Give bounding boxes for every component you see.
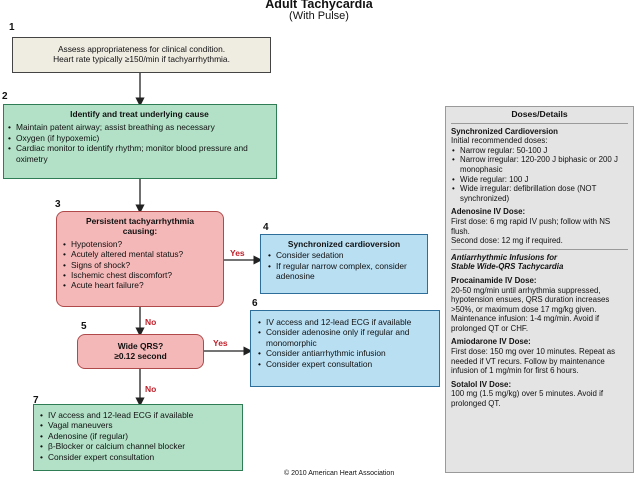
step-number-1: 1 <box>9 22 15 33</box>
step-number-7: 7 <box>33 395 39 406</box>
wide-qrs-management-box: IV access and 12-lead ECG if available C… <box>250 310 440 387</box>
doses-details-panel: Doses/Details Synchronized Cardioversion… <box>445 106 634 473</box>
no-label-narrow-qrs: No <box>145 384 157 394</box>
assess-line-2: Heart rate typically ≥150/min if tachyar… <box>53 54 230 65</box>
identify-treat-box: Identify and treat underlying cause Main… <box>3 104 277 179</box>
persistent-item: Ischemic chest discomfort? <box>62 270 218 281</box>
wide-qrs-item: IV access and 12-lead ECG if available <box>257 317 433 328</box>
step-number-4: 4 <box>263 222 269 233</box>
cardioversion-item: If regular narrow complex, consider aden… <box>267 261 421 282</box>
persistent-item: Acute heart failure? <box>62 280 218 291</box>
wide-qrs-item: Consider expert consultation <box>257 359 433 370</box>
identify-treat-item: Maintain patent airway; assist breathing… <box>7 122 272 133</box>
wide-qrs-item: Consider antiarrhythmic infusion <box>257 348 433 359</box>
persistent-header-2: causing: <box>122 226 158 237</box>
synchronized-cardioversion-box: Synchronized cardioversion Consider seda… <box>260 234 428 294</box>
persistent-item: Hypotension? <box>62 239 218 250</box>
narrow-qrs-item: Adenosine (if regular) <box>39 431 237 442</box>
step-number-3: 3 <box>55 199 61 210</box>
infusions-title-2: Stable Wide-QRS Tachycardia <box>451 262 564 272</box>
cardioversion-dose: Wide regular: 100 J <box>451 175 628 185</box>
copyright-footer: © 2010 American Heart Association <box>284 470 395 477</box>
cardioversion-dose: Narrow irregular: 120-200 J biphasic or … <box>451 155 628 174</box>
persistent-tachyarrhythmia-box: Persistent tachyarrhythmia causing: Hypo… <box>56 211 224 307</box>
step-number-5: 5 <box>81 321 87 332</box>
procainamide-title: Procainamide IV Dose: <box>451 275 537 285</box>
identify-treat-header: Identify and treat underlying cause <box>70 109 209 119</box>
sotalol-title: Sotalol IV Dose: <box>451 379 512 389</box>
chart-subtitle: (With Pulse) <box>289 10 349 22</box>
narrow-qrs-item: IV access and 12-lead ECG if available <box>39 410 237 421</box>
identify-treat-item: Cardiac monitor to identify rhythm; moni… <box>7 143 272 164</box>
amiodarone-text: First dose: 150 mg over 10 minutes. Repe… <box>451 347 616 376</box>
adenosine-text-1: First dose: 6 mg rapid IV push; follow w… <box>451 216 611 236</box>
adenosine-text-2: Second dose: 12 mg if required. <box>451 236 563 246</box>
cardioversion-header: Synchronized cardioversion <box>287 239 401 249</box>
wide-qrs-line-1: Wide QRS? <box>117 341 164 351</box>
cardioversion-item: Consider sedation <box>267 250 421 261</box>
wide-qrs-item: Consider adenosine only if regular and m… <box>257 327 433 348</box>
sotalol-text: 100 mg (1.5 mg/kg) over 5 minutes. Avoid… <box>451 389 604 409</box>
amiodarone-title: Amiodarone IV Dose: <box>451 337 531 347</box>
panel-divider <box>451 122 628 124</box>
cardioversion-intro: Initial recommended doses: <box>451 136 548 146</box>
wide-qrs-box: Wide QRS? ≥0.12 second <box>77 334 204 369</box>
chart-title: Adult Tachycardia <box>265 0 373 11</box>
adenosine-title: Adenosine IV Dose: <box>451 207 526 217</box>
yes-label-cardioversion: Yes <box>230 248 245 258</box>
narrow-qrs-item: Vagal maneuvers <box>39 420 237 431</box>
panel-divider <box>451 248 628 250</box>
yes-label-wide-qrs: Yes <box>213 338 228 348</box>
cardioversion-dose: Narrow regular: 50-100 J <box>451 146 628 156</box>
cardioversion-title: Synchronized Cardioversion <box>451 126 558 136</box>
assess-box: Assess appropriateness for clinical cond… <box>12 37 271 73</box>
identify-treat-item: Oxygen (if hypoxemic) <box>7 133 272 144</box>
persistent-header-1: Persistent tachyarrhythmia <box>86 216 194 226</box>
infusions-title-1: Antiarrhythmic Infusions for <box>451 252 558 262</box>
doses-details-header: Doses/Details <box>511 109 568 119</box>
cardioversion-dose: Wide irregular: defibrillation dose (NOT… <box>451 184 628 203</box>
persistent-item: Signs of shock? <box>62 260 218 271</box>
assess-line-1: Assess appropriateness for clinical cond… <box>57 44 226 54</box>
narrow-qrs-item: Consider expert consultation <box>39 452 237 463</box>
no-label-wide-qrs: No <box>145 317 157 327</box>
narrow-qrs-item: β-Blocker or calcium channel blocker <box>39 441 237 452</box>
procainamide-text: 20-50 mg/min until arrhythmia suppressed… <box>451 285 610 333</box>
step-number-6: 6 <box>252 298 258 309</box>
step-number-2: 2 <box>2 91 8 102</box>
wide-qrs-line-2: ≥0.12 second <box>114 351 167 362</box>
persistent-item: Acutely altered mental status? <box>62 249 218 260</box>
narrow-qrs-management-box: IV access and 12-lead ECG if available V… <box>33 404 243 471</box>
